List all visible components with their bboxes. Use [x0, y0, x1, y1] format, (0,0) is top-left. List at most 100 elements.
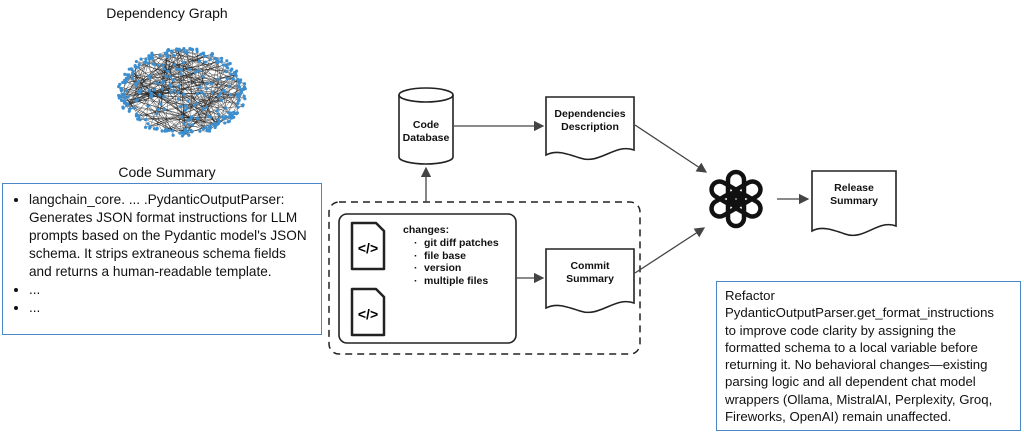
list-item: langchain_core. ... .PydanticOutputParse… [29, 191, 311, 281]
graph-edge [179, 69, 239, 108]
graph-node [226, 110, 230, 115]
graph-node [163, 107, 167, 112]
graph-node [147, 88, 151, 92]
graph-node [136, 65, 141, 69]
graph-node [182, 50, 186, 54]
graph-node [153, 62, 157, 67]
graph-node [148, 124, 152, 129]
graph-node [134, 114, 138, 118]
graph-node [207, 128, 211, 133]
graph-node [182, 47, 186, 51]
graph-node [155, 126, 159, 131]
graph-node [221, 63, 225, 67]
graph-node [242, 94, 246, 98]
graph-edge [124, 55, 205, 98]
graph-node [132, 106, 136, 110]
graph-node [179, 104, 183, 109]
graph-edge [177, 49, 240, 84]
graph-node [160, 129, 164, 133]
graph-node [190, 115, 194, 119]
graph-node [181, 132, 186, 136]
graph-node [121, 80, 125, 85]
dependency-graph-title: Dependency Graph [106, 5, 228, 21]
graph-edge [217, 60, 227, 109]
graph-node [227, 84, 231, 89]
graph-node [158, 93, 162, 97]
graph-node [126, 102, 130, 106]
graph-node [219, 59, 224, 64]
graph-edge [181, 61, 222, 70]
release-summary-node [811, 170, 897, 237]
graph-node [117, 93, 121, 98]
graph-node [201, 107, 205, 111]
graph-node [176, 97, 180, 101]
graph-node [224, 64, 229, 68]
graph-node [220, 115, 224, 119]
release-text-box: Refactor PydanticOutputParser.get_format… [716, 281, 1021, 431]
graph-node [171, 129, 175, 133]
graph-node [209, 81, 213, 86]
graph-node [187, 123, 191, 127]
graph-node [224, 114, 228, 119]
graph-node [144, 60, 148, 64]
graph-node [119, 86, 123, 91]
graph-node [134, 81, 138, 85]
graph-node [183, 104, 187, 108]
graph-node [208, 57, 212, 61]
code-summary-box: langchain_core. ... .PydanticOutputParse… [2, 183, 322, 335]
graph-node [202, 93, 206, 97]
graph-node [137, 62, 141, 67]
graph-node [242, 82, 247, 86]
graph-edge [190, 49, 193, 119]
openai-logo-icon [709, 169, 763, 229]
commit-summary-node [545, 248, 635, 314]
graph-node [232, 115, 236, 119]
graph-node [200, 90, 204, 95]
graph-node [229, 68, 233, 72]
graph-node [205, 82, 209, 86]
graph-node [182, 92, 186, 96]
graph-node [224, 106, 228, 110]
graph-node [229, 92, 233, 97]
graph-node [176, 91, 180, 95]
graph-node [231, 77, 235, 81]
graph-node [162, 95, 166, 99]
graph-node [137, 79, 141, 84]
graph-node [169, 49, 174, 53]
graph-edge [126, 89, 155, 105]
graph-edge [201, 53, 204, 93]
graph-node [214, 123, 218, 128]
graph-node [147, 54, 151, 58]
graph-node [197, 59, 202, 63]
graph-node [137, 114, 141, 118]
graph-node [129, 67, 133, 71]
graph-node [175, 67, 179, 71]
graph-node [186, 99, 190, 103]
change-item: git diff patches [412, 237, 499, 250]
graph-edge [138, 91, 242, 117]
graph-node [222, 88, 226, 93]
graph-node [241, 103, 245, 107]
graph-node [179, 67, 183, 72]
graph-node [236, 105, 240, 109]
graph-node [182, 60, 186, 65]
graph-node [201, 127, 205, 131]
graph-node [201, 74, 205, 79]
graph-node [193, 70, 198, 74]
graph-edge [190, 48, 239, 108]
svg-text:</>: </> [358, 306, 378, 322]
graph-node [148, 76, 152, 80]
graph-node [203, 60, 207, 64]
graph-node [208, 115, 213, 119]
release-text-line: to improve code clarity by assigning the [725, 322, 956, 338]
release-text-line: PydanticOutputParser.get_format_instruct… [725, 305, 995, 321]
svg-text:</>: </> [358, 240, 378, 256]
graph-node [179, 72, 183, 76]
graph-edge [128, 74, 184, 135]
graph-node [146, 122, 150, 126]
graph-node [156, 107, 160, 112]
graph-node [242, 85, 247, 89]
graph-edge [180, 73, 197, 104]
